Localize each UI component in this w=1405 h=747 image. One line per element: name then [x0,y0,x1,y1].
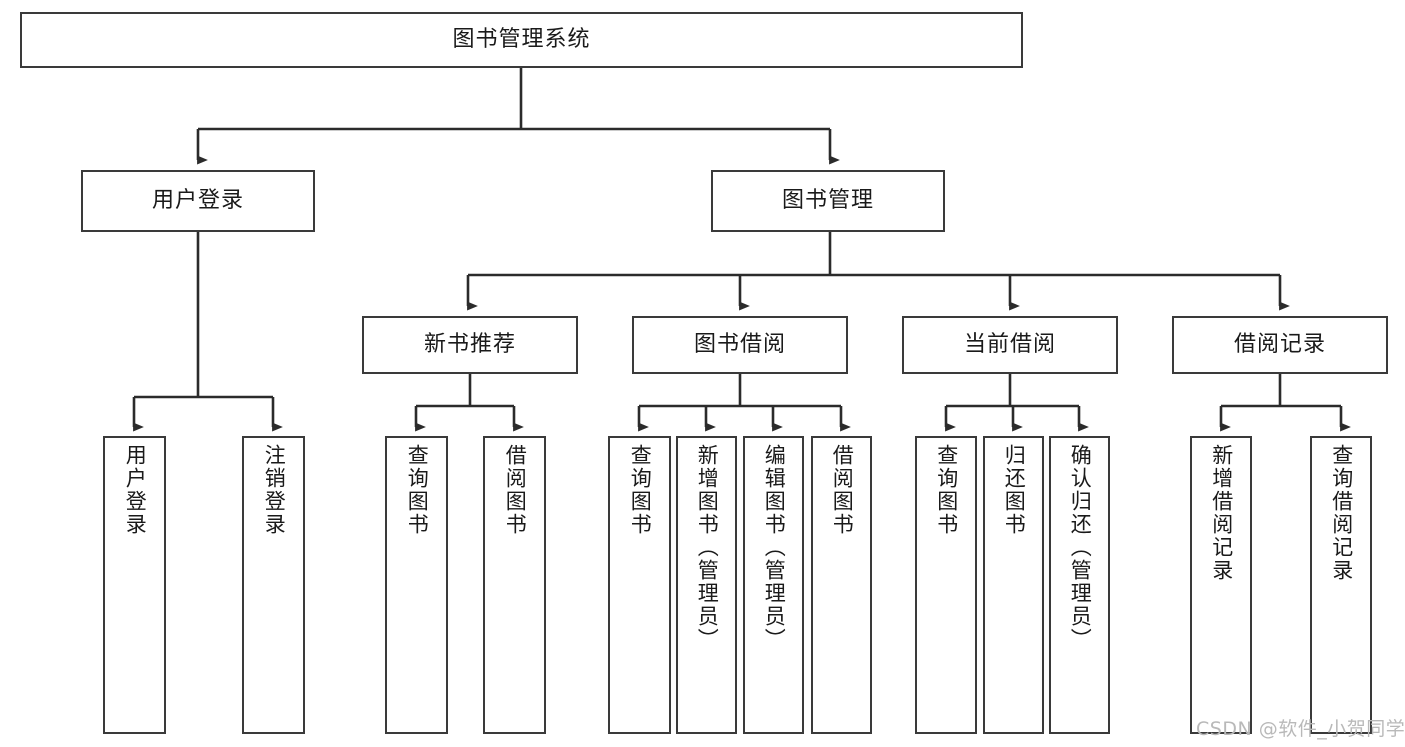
node-root[interactable]: 图书管理系统 [20,12,1023,68]
leaf-add-book-label: 新增图书（管理员） [695,444,720,651]
leaf-user-login[interactable]: 用户登录 [103,436,166,734]
node-new-book-recommend[interactable]: 新书推荐 [362,316,578,374]
leaf-query-book-1-label: 查询图书 [405,444,430,536]
leaf-add-book[interactable]: 新增图书（管理员） [676,436,737,734]
leaf-edit-book-label: 编辑图书（管理员） [762,444,787,651]
node-borrow-record[interactable]: 借阅记录 [1172,316,1388,374]
leaf-query-book-3[interactable]: 查询图书 [915,436,977,734]
node-borrow-record-label: 借阅记录 [1233,331,1326,357]
leaf-query-book-2-label: 查询图书 [628,444,653,536]
node-book-borrow[interactable]: 图书借阅 [632,316,848,374]
node-root-label: 图书管理系统 [452,26,591,52]
leaf-query-book-2[interactable]: 查询图书 [608,436,671,734]
node-book-manage[interactable]: 图书管理 [711,170,945,232]
leaf-return-book-label: 归还图书 [1002,444,1027,536]
leaf-add-record-label: 新增借阅记录 [1209,444,1234,582]
leaf-query-book-1[interactable]: 查询图书 [385,436,448,734]
leaf-logout[interactable]: 注销登录 [242,436,305,734]
leaf-add-record[interactable]: 新增借阅记录 [1190,436,1252,734]
leaf-borrow-book-1-label: 借阅图书 [503,444,528,536]
leaf-confirm-return-label: 确认归还（管理员） [1068,444,1093,651]
leaf-logout-label: 注销登录 [262,444,287,536]
leaf-borrow-book-2[interactable]: 借阅图书 [811,436,872,734]
node-book-manage-label: 图书管理 [781,187,874,213]
leaf-confirm-return[interactable]: 确认归还（管理员） [1049,436,1110,734]
leaf-borrow-book-1[interactable]: 借阅图书 [483,436,546,734]
node-current-borrow-label: 当前借阅 [963,331,1056,357]
leaf-query-record[interactable]: 查询借阅记录 [1310,436,1372,734]
leaf-borrow-book-2-label: 借阅图书 [830,444,855,536]
node-new-book-recommend-label: 新书推荐 [423,331,516,357]
node-user-login-label: 用户登录 [151,187,244,213]
node-user-login[interactable]: 用户登录 [81,170,315,232]
csdn-watermark: CSDN @软件_小贺同学 [1196,718,1405,740]
leaf-query-record-label: 查询借阅记录 [1329,444,1354,582]
leaf-edit-book[interactable]: 编辑图书（管理员） [743,436,804,734]
node-current-borrow[interactable]: 当前借阅 [902,316,1118,374]
leaf-query-book-3-label: 查询图书 [934,444,959,536]
node-book-borrow-label: 图书借阅 [693,331,786,357]
leaf-user-login-label: 用户登录 [123,444,148,536]
leaf-return-book[interactable]: 归还图书 [983,436,1044,734]
